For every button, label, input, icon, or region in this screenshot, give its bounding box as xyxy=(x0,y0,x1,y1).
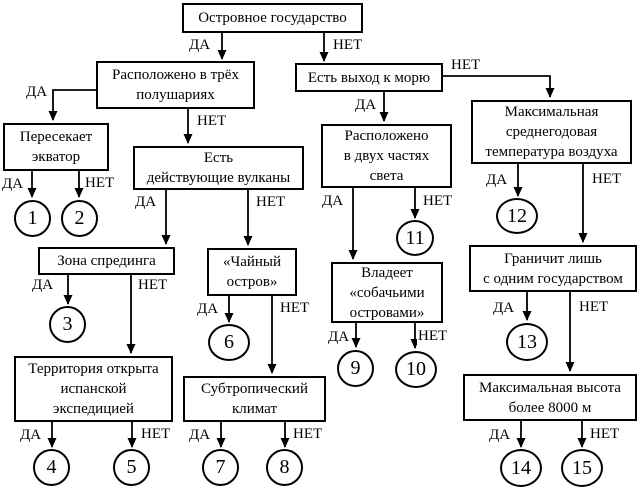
node-sea-access: Есть выход к морю xyxy=(295,63,443,92)
node-crosses-equator: Пересекает экватор xyxy=(3,123,109,171)
node-three-hemispheres: Расположено в трёх полушариях xyxy=(96,61,255,109)
terminal-13: 13 xyxy=(506,323,548,361)
terminal-15: 15 xyxy=(561,449,603,487)
node-root: Островное государство xyxy=(182,3,363,33)
edge-label-equator-yes: ДА xyxy=(1,176,25,192)
edge-label-equator-no: НЕТ xyxy=(84,175,116,191)
node-single-neighbor: Граничит лишь с одним государством xyxy=(469,245,637,292)
edge-label-volcanoes-no: НЕТ xyxy=(255,194,287,210)
node-active-volcanoes: Есть действующие вулканы xyxy=(133,146,304,190)
terminal-10: 10 xyxy=(395,351,437,388)
edge-label-sea-no: НЕТ xyxy=(450,57,482,73)
edge-label-tea-no: НЕТ xyxy=(279,300,311,316)
node-max-annual-temp: Максимальная среднегодовая температура в… xyxy=(471,100,632,164)
edge-label-temp-no: НЕТ xyxy=(591,171,623,187)
terminal-12: 12 xyxy=(496,198,538,234)
edge-label-hemispheres-yes: ДА xyxy=(25,84,49,100)
terminal-14: 14 xyxy=(500,449,542,487)
edge-label-subtropical-yes: ДА xyxy=(188,427,212,443)
terminal-5: 5 xyxy=(113,449,150,486)
edge-label-tea-yes: ДА xyxy=(196,301,220,317)
node-two-parts-of-world: Расположено в двух частях света xyxy=(321,124,452,188)
edge-label-volcanoes-yes: ДА xyxy=(134,194,158,210)
edge-label-spreading-yes: ДА xyxy=(31,277,55,293)
terminal-8: 8 xyxy=(266,449,303,486)
edge-label-expedition-yes: ДА xyxy=(19,427,43,443)
edge-label-hemispheres-no: НЕТ xyxy=(196,113,228,129)
terminal-4: 4 xyxy=(33,449,70,486)
edge-label-dogislands-no: НЕТ xyxy=(417,328,449,344)
edge-label-subtropical-no: НЕТ xyxy=(292,426,324,442)
edge-label-root-no: НЕТ xyxy=(332,37,364,53)
node-max-height: Максимальная высота более 8000 м xyxy=(463,374,637,421)
node-spreading-zone: Зона спрединга xyxy=(38,247,175,275)
edge-label-dogislands-yes: ДА xyxy=(327,329,351,345)
edge-label-temp-yes: ДА xyxy=(485,172,509,188)
terminal-6: 6 xyxy=(208,324,250,361)
node-dog-islands: Владеет «собачьими островами» xyxy=(331,262,443,323)
edge-label-twoparts-yes: ДА xyxy=(321,193,345,209)
edge-label-neighbor-yes: ДА xyxy=(492,300,516,316)
node-tea-island: «Чайный остров» xyxy=(207,248,297,296)
edge-label-root-yes: ДА xyxy=(188,37,212,53)
edge-label-expedition-no: НЕТ xyxy=(140,426,172,442)
terminal-2: 2 xyxy=(61,200,98,237)
node-spanish-expedition: Территория открыта испанской экспедицией xyxy=(14,356,173,422)
terminal-3: 3 xyxy=(49,306,86,343)
edge-label-height-no: НЕТ xyxy=(589,426,621,442)
edge-label-spreading-no: НЕТ xyxy=(137,277,169,293)
edge-label-sea-yes: ДА xyxy=(354,97,378,113)
node-subtropical-climate: Субтропический климат xyxy=(183,376,326,422)
edge-label-neighbor-no: НЕТ xyxy=(578,299,610,315)
terminal-11: 11 xyxy=(396,220,434,256)
terminal-1: 1 xyxy=(14,200,51,237)
edge-label-twoparts-no: НЕТ xyxy=(422,193,454,209)
terminal-7: 7 xyxy=(202,449,239,486)
edge-label-height-yes: ДА xyxy=(488,427,512,443)
terminal-9: 9 xyxy=(337,350,374,387)
